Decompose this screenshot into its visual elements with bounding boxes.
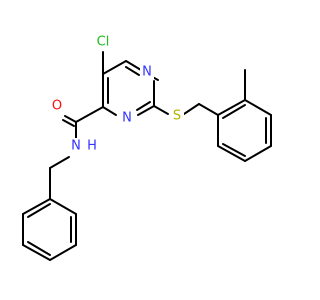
bond <box>244 99 272 116</box>
nitrogen-atom-label: N <box>142 65 152 80</box>
pyrimidine-ring <box>102 60 159 116</box>
nitrogen-atom-label: N <box>122 111 132 126</box>
bond <box>125 66 140 76</box>
bond <box>22 244 51 261</box>
bond <box>222 143 246 157</box>
bond <box>49 198 77 215</box>
bond <box>198 103 219 116</box>
chlorine-atom-label: Cl <box>97 35 110 50</box>
bond <box>49 244 77 261</box>
bond <box>27 241 51 256</box>
bond <box>244 145 272 162</box>
molecule-diagram: Cl N N S O N H <box>22 34 272 261</box>
bond <box>137 105 155 116</box>
methylphenyl-ring <box>217 99 272 162</box>
bond <box>222 104 246 119</box>
sulfur-atom-label: S <box>173 109 181 124</box>
structure-canvas: Cl N N S O N H <box>22 34 272 261</box>
bond <box>153 105 169 115</box>
bond <box>75 106 104 123</box>
bond <box>183 103 200 115</box>
bond <box>136 101 151 111</box>
bond <box>217 145 246 162</box>
bond <box>217 99 246 116</box>
oxygen-atom-label: O <box>52 99 62 114</box>
bond <box>49 156 70 169</box>
phenyl-ring <box>22 198 77 261</box>
hydrogen-atom-label: H <box>87 139 97 154</box>
bond <box>22 198 51 215</box>
bond <box>102 106 117 116</box>
bond <box>125 60 142 71</box>
bond <box>64 115 77 123</box>
nitrogen-atom-label: N <box>71 139 81 154</box>
bond <box>27 203 51 218</box>
bond <box>102 60 127 75</box>
bond <box>62 119 75 127</box>
